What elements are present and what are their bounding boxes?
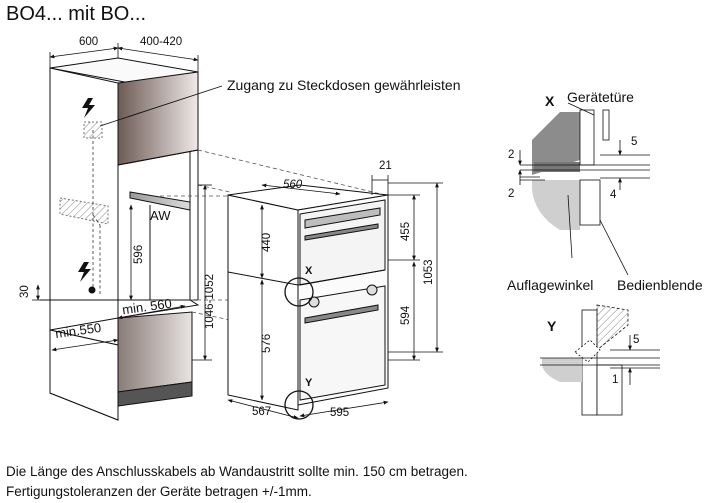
detail-dim-5-top: 5 — [631, 136, 638, 148]
dim-21: 21 — [379, 160, 392, 172]
electrical-hazard-icon — [78, 262, 91, 282]
detail-x-marker — [284, 277, 314, 307]
tall-cabinet — [40, 57, 200, 421]
detail-dim-2-top: 2 — [508, 149, 515, 161]
note-cable-length: Die Länge des Anschlusskabels ab Wandaus… — [6, 464, 468, 479]
dim-400-420: 400-420 — [140, 36, 183, 48]
page-title: BO4... mit BO... — [6, 3, 147, 25]
dim-600: 600 — [79, 36, 99, 48]
dim-1046-1052: 1046-1052 — [204, 274, 216, 329]
label-y: Y — [305, 377, 313, 389]
detail-x-title: X — [545, 93, 555, 109]
detail-y-title: Y — [547, 318, 557, 334]
dim-567: 567 — [252, 406, 272, 418]
dim-595: 595 — [330, 407, 350, 419]
callout-socket-access: Zugang zu Steckdosen gewährleisten — [227, 77, 461, 93]
detail-dim-4: 4 — [610, 189, 617, 201]
detail-dim-1: 1 — [612, 374, 619, 386]
detail-dim-5-bottom: 5 — [633, 334, 640, 346]
label-aw: AW — [150, 208, 171, 223]
detail-dim-2-bottom: 2 — [508, 188, 515, 200]
socket-area-middle — [59, 197, 109, 225]
label-geraetetuere: Gerätetüre — [567, 89, 634, 105]
detail-y — [540, 304, 660, 416]
detail-x — [518, 102, 650, 276]
power-outlet-marker — [88, 286, 96, 294]
electrical-hazard-icon — [82, 98, 95, 118]
label-bedienblende: Bedienblende — [617, 277, 703, 293]
dim-440: 440 — [261, 232, 273, 252]
label-x: X — [305, 265, 313, 277]
dim-596: 596 — [133, 244, 145, 264]
dim-560: 560 — [283, 179, 303, 191]
dim-594: 594 — [400, 305, 412, 325]
dim-455: 455 — [400, 221, 412, 241]
note-tolerances: Fertigungstoleranzen der Geräte betragen… — [6, 484, 312, 499]
label-auflagewinkel: Auflagewinkel — [507, 277, 594, 293]
dim-30: 30 — [19, 285, 31, 298]
dim-1053: 1053 — [423, 259, 435, 285]
dim-576: 576 — [261, 333, 273, 353]
